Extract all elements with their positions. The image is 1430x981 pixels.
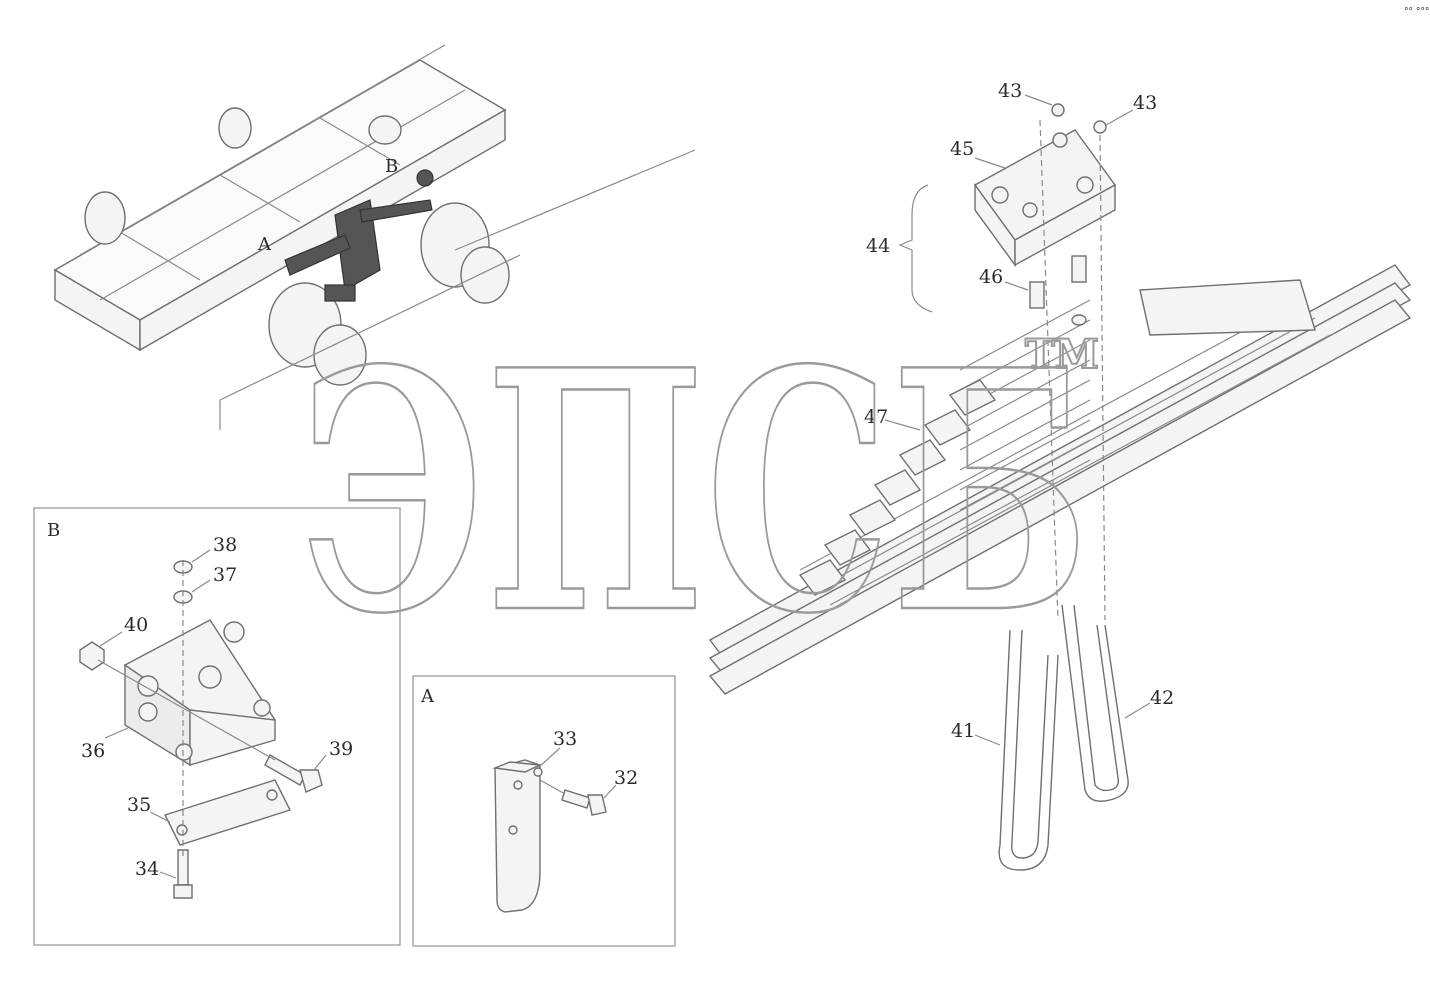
- callout-42: 42: [1150, 687, 1174, 709]
- callout-34: 34: [135, 858, 159, 880]
- watermark-text: ЭПСБ: [300, 298, 1090, 686]
- watermark-logo: ЭПСБ TM: [299, 297, 1100, 688]
- callout-32: 32: [614, 767, 638, 789]
- callout-41: 41: [951, 720, 975, 742]
- detail-a-label: A: [420, 686, 435, 707]
- detail-b-label: B: [47, 520, 60, 541]
- corner-mark: °° °°°: [1404, 7, 1429, 17]
- callout-47: 47: [864, 406, 888, 428]
- callout-43a: 43: [998, 80, 1022, 102]
- callout-40: 40: [124, 614, 148, 636]
- callout-36: 36: [81, 740, 105, 762]
- callout-45: 45: [950, 138, 974, 160]
- detail-box-b: B: [33, 507, 401, 946]
- chassis-overview: B A: [53, 44, 696, 430]
- callout-37: 37: [213, 564, 237, 586]
- callout-38: 38: [213, 534, 237, 556]
- detail-box-a: A: [412, 675, 676, 947]
- callout-33: 33: [553, 728, 577, 750]
- callout-43b: 43: [1133, 92, 1157, 114]
- watermark-trademark: TM: [1025, 331, 1099, 378]
- overview-label-a: A: [257, 234, 272, 255]
- callout-46: 46: [979, 266, 1003, 288]
- leaf-spring-assembly: [708, 94, 1412, 871]
- callout-44: 44: [866, 235, 890, 257]
- callout-39: 39: [329, 738, 353, 760]
- overview-label-b: B: [385, 156, 398, 177]
- callout-numbers: 43 43 45 44 46 47 41 42 38 37 40 36 39 3…: [81, 80, 1174, 880]
- callout-35: 35: [127, 794, 151, 816]
